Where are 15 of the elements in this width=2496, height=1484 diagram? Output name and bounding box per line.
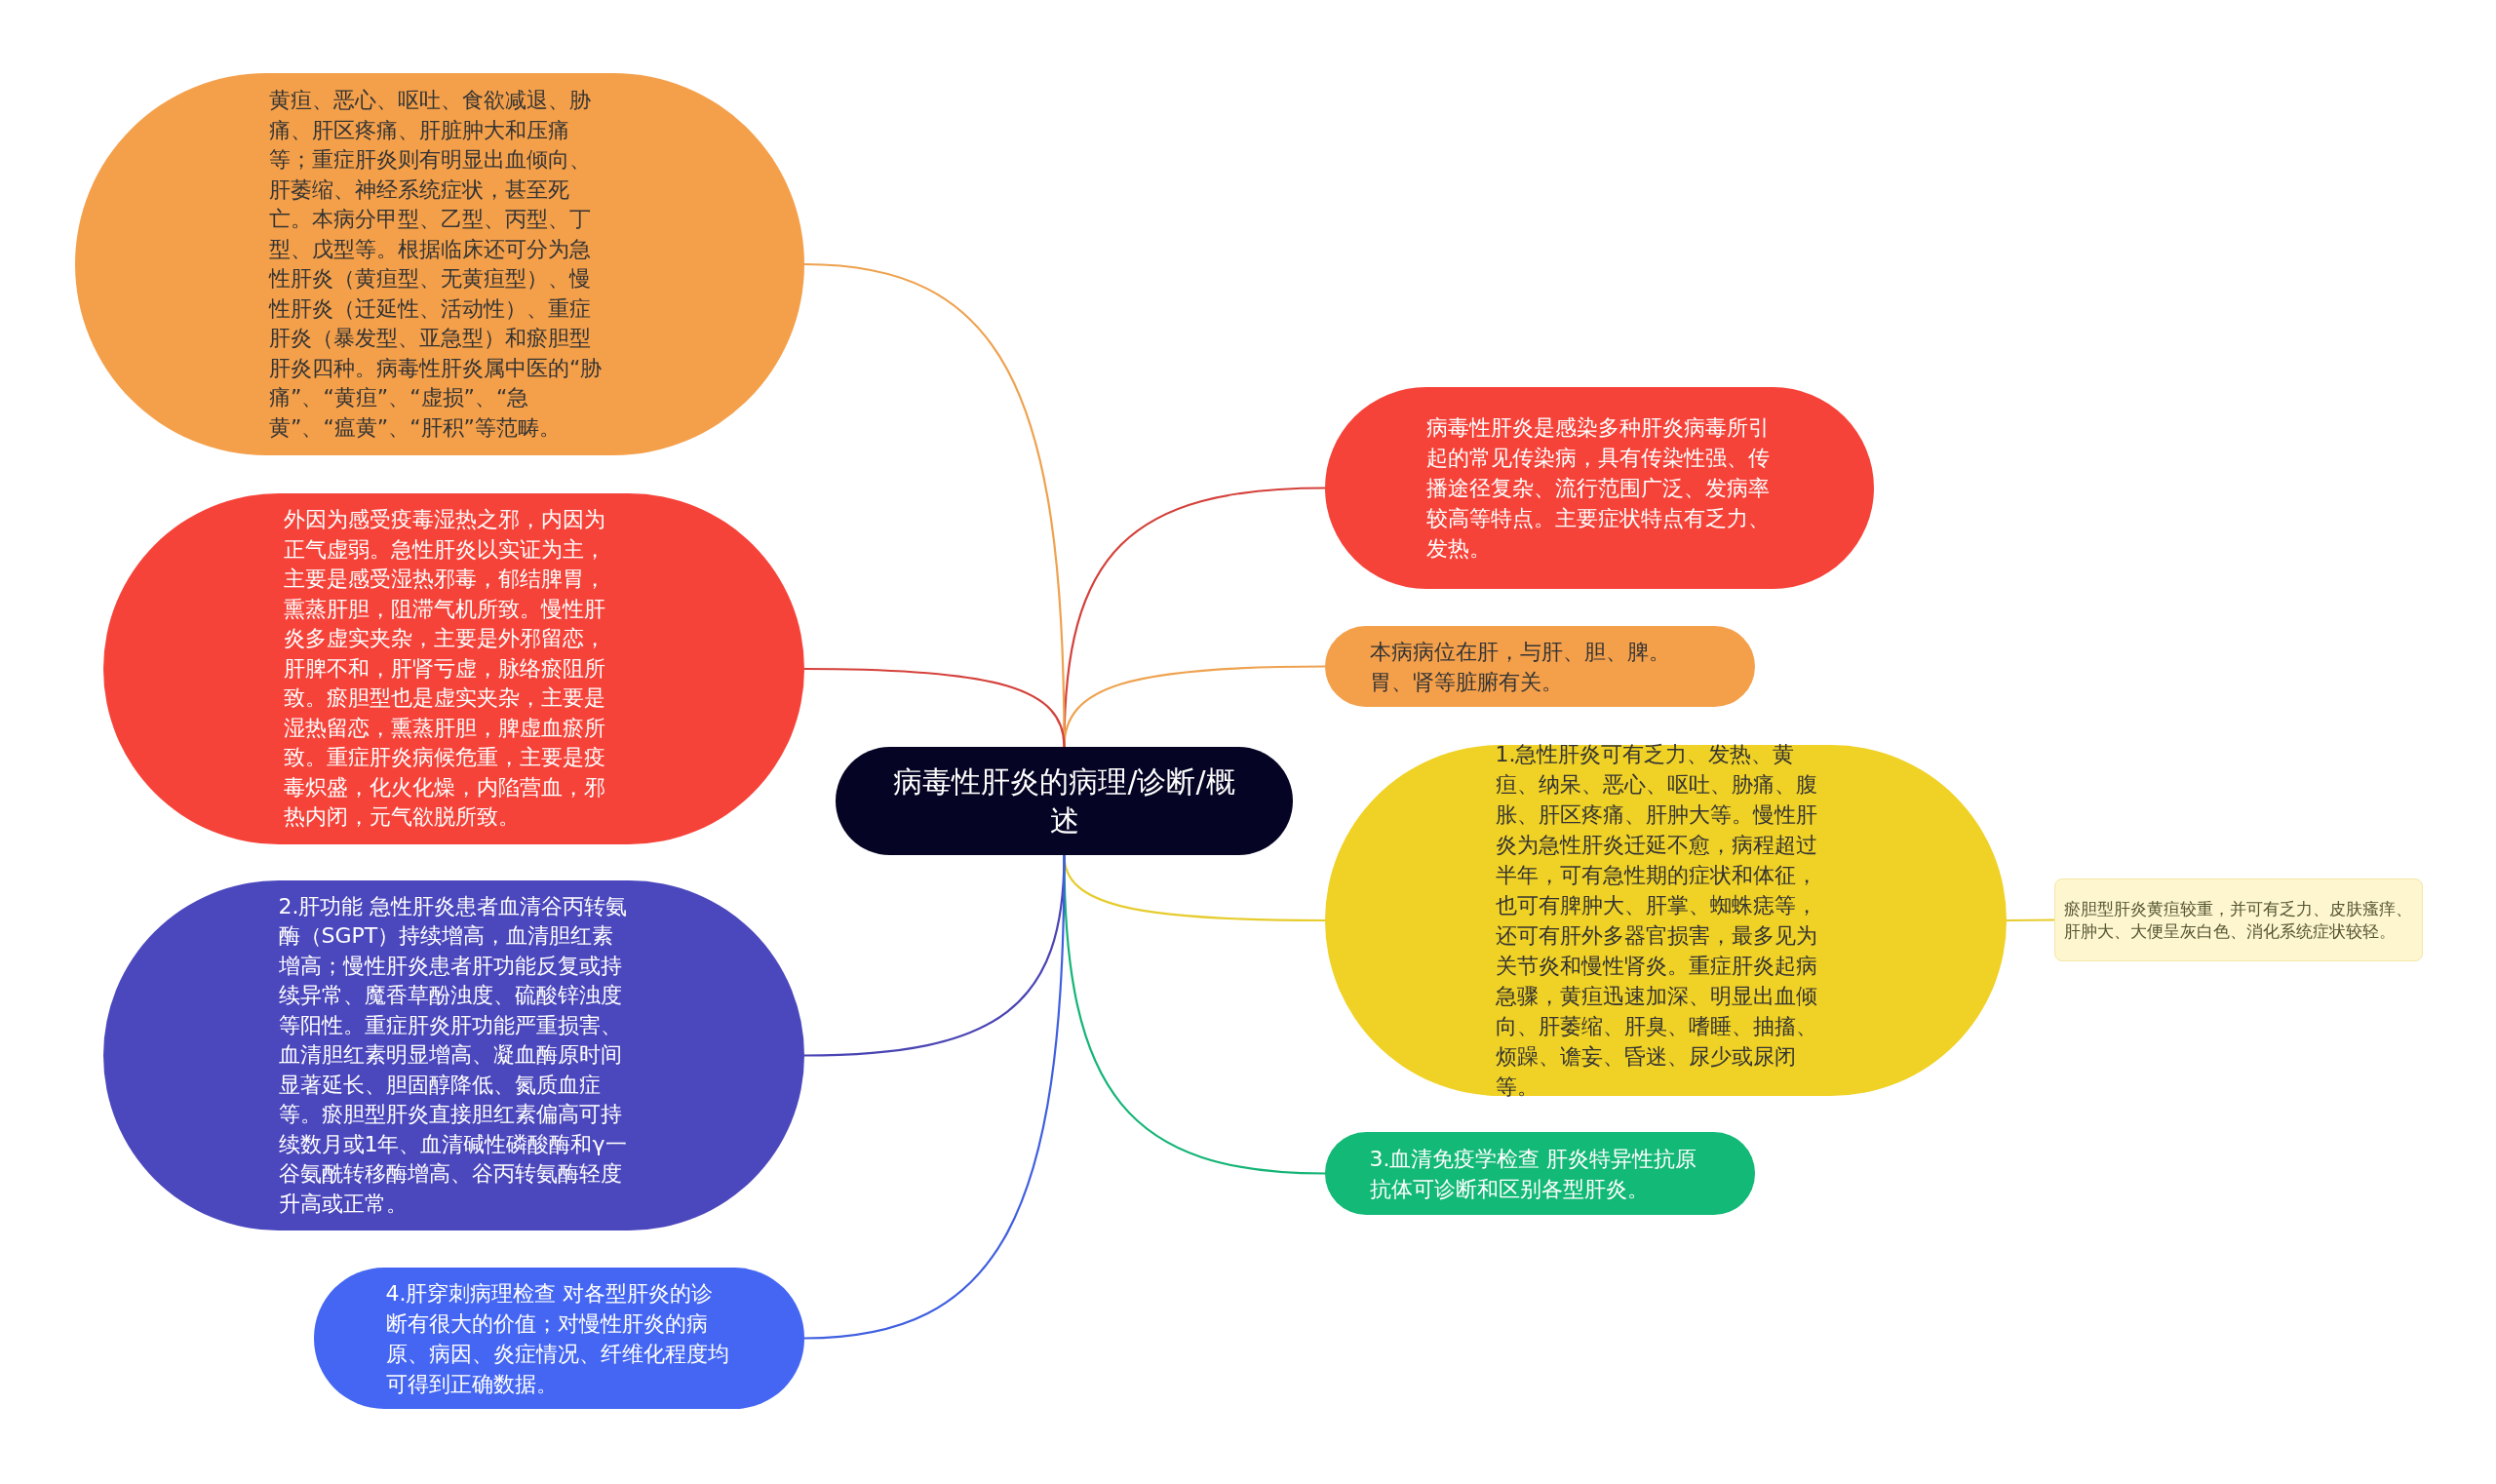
connector-line — [804, 667, 1066, 748]
node-text: 本病病位在肝，与肝、胆、脾。胃、肾等脏腑有关。 — [1369, 638, 1671, 696]
node-text: 2.肝功能 急性肝炎患者血清谷丙转氨酶（SGPT）持续增高，血清胆红素增高；慢性肝炎患者肝功能反复或持续异常、魔香草酚浊度、硫酸锌浊度等阳性。重症肝炎肝功能严重损害、血清胆红素明显增高、凝血酶原时间显著延长、胆固醇降低、氮质血症等。瘀胆型肝炎直接胆红素偏高可持续数月或1年、血清碱性磷酸酶和γ一谷氨酰转移酶增高、谷丙转氨酶轻度升高或正常。 — [278, 892, 629, 1218]
topic-title: 病毒性肝炎的病理/诊断/概述 — [892, 762, 1236, 840]
node-text: 1.急性肝炎可有乏力、发热、黄疸、纳呆、恶心、呕吐、胁痛、腹胀、肝区疼痛、肝肿大等。慢性肝炎为急性肝炎迁延不愈，病程超过半年，可有急性期的症状和体征，也可有脾肿大、肝掌、蜘蛛痣等，还可有肝外多器官损害，最多见为关节炎和慢性肾炎。重症肝炎起病急骤，黄疸迅速加深、明显出血倾向、肝萎缩、肝臭、嗜睡、抽搐、烦躁、谵妄、昏迷、尿少或尿闭等。 — [1495, 741, 1818, 1101]
connector-line — [803, 855, 1066, 1340]
node-text: 黄疸、恶心、呕吐、食欲减退、胁痛、肝区疼痛、肝脏肿大和压痛等；重症肝炎则有明显出血倾向、肝萎缩、神经系统症状，甚至死亡。本病分甲型、乙型、丙型、丁型、戊型等。根据临床还可分为急性肝炎（黄疸型、无黄疸型）、慢性肝炎（迁延性、活动性）、重症肝炎（暴发型、亚急型）和瘀胆型肝炎四种。病毒性肝炎属中医的“胁痛”、“黄疸”、“虚损”、“急黄”、“瘟黄”、“肝积”等范畴。 — [269, 87, 604, 442]
node-text: 瘀胆型肝炎黄疸较重，并可有乏力、皮肤瘙痒、肝肿大、大便呈灰白色、消化系统症状较轻。 — [2064, 897, 2413, 943]
note-box — [2054, 879, 2423, 961]
connector-line — [2007, 918, 2054, 922]
node-text: 病毒性肝炎是感染多种肝炎病毒所引起的常见传染病，具有传染性强、传播途径复杂、流行范围广泛、发病率较高等特点。主要症状特点有乏力、发热。 — [1425, 414, 1771, 563]
node-text: 3.血清免疫学检查 肝炎特异性抗原抗体可诊断和区别各型肝炎。 — [1369, 1145, 1698, 1203]
node-text: 外因为感受疫毒湿热之邪，内因为正气虚弱。急性肝炎以实证为主，主要是感受湿热邪毒，郁结脾胃，熏蒸肝胆，阻滞气机所致。慢性肝炎多虚实夹杂，主要是外邪留恋，肝脾不和，肝肾亏虚，脉络瘀阻所致。瘀胆型也是虚实夹杂，主要是湿热留恋，熏蒸肝胆，脾虚血瘀所致。重症肝炎病候危重，主要是疫毒炽盛，化火化燥，内陷营血，邪热内闭，元气欲脱所致。 — [283, 506, 606, 832]
connector-line — [803, 262, 1066, 747]
node-text: 4.肝穿刺病理检查 对各型肝炎的诊断有很大的价值；对慢性肝炎的病原、病因、炎症情况、纤维化程度均可得到正确数据。 — [385, 1279, 730, 1398]
